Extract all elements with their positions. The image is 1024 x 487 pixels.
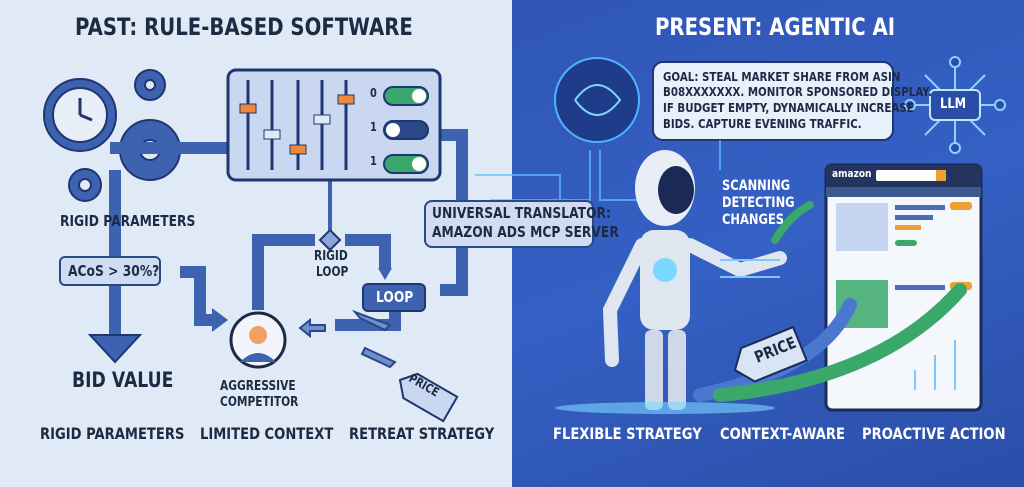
scanning-line3: CHANGES <box>722 212 785 228</box>
footer-context-aware: CONTEXT-AWARE <box>720 424 845 443</box>
toggle-2-label: 1 <box>370 154 377 168</box>
competitor-line2: COMPETITOR <box>220 395 299 410</box>
footer-retreat-strategy: RETREAT STRATEGY <box>349 424 495 443</box>
llm-network <box>904 56 1006 154</box>
scanning-line1: SCANNING <box>722 178 791 194</box>
footer-rigid-parameters: RIGID PARAMETERS <box>40 424 185 443</box>
loop-box <box>362 283 426 312</box>
goal-line4: BIDS. CAPTURE EVENING TRAFFIC. <box>663 116 862 131</box>
goal-line3: IF BUDGET EMPTY, DYNAMICALLY INCREASE <box>663 100 914 115</box>
goal-line1: GOAL: STEAL MARKET SHARE FROM ASIN <box>663 69 901 84</box>
present-title: PRESENT: AGENTIC AI <box>655 13 896 41</box>
brain-icon <box>554 57 640 143</box>
rigid-parameters-label: RIGID PARAMETERS <box>60 212 196 230</box>
bid-arrow-head <box>87 334 143 364</box>
condition-box <box>59 256 161 286</box>
competitor-line1: AGGRESSIVE <box>220 379 296 394</box>
loop-label: LOOP <box>376 288 414 306</box>
amazon-browser-window <box>824 163 983 412</box>
toggle-1-label: 1 <box>370 120 377 134</box>
llm-label: LLM <box>940 96 967 112</box>
rigid-loop-line1: RIGID <box>314 249 348 264</box>
condition-text: ACoS > 30%? <box>68 262 160 280</box>
mcp-line2: AMAZON ADS MCP SERVER <box>432 223 619 241</box>
mcp-line1: UNIVERSAL TRANSLATOR: <box>432 204 611 222</box>
price-tag-right <box>733 325 808 383</box>
footer-proactive-action: PROACTIVE ACTION <box>862 424 1006 443</box>
past-title: PAST: RULE-BASED SOFTWARE <box>75 13 413 41</box>
bid-value-label: BID VALUE <box>72 368 174 392</box>
footer-flexible-strategy: FLEXIBLE STRATEGY <box>553 424 702 443</box>
scanning-line2: DETECTING <box>722 195 795 211</box>
competitor-avatar <box>229 311 287 369</box>
amazon-logo: amazon <box>832 167 872 180</box>
footer-limited-context: LIMITED CONTEXT <box>200 424 334 443</box>
retreat-arrows <box>298 309 397 369</box>
price-tag-left <box>398 372 459 423</box>
clock-icon <box>78 98 93 122</box>
robot-illustration <box>555 150 787 414</box>
decision-diamond <box>318 228 342 252</box>
control-panel <box>226 68 442 182</box>
rigid-loop-line2: LOOP <box>316 265 349 280</box>
mcp-server-box <box>424 200 594 248</box>
goal-bubble <box>652 61 894 141</box>
goal-line2: B08XXXXXXX. MONITOR SPONSORED DISPLAY. <box>663 84 932 99</box>
toggle-0-label: 0 <box>370 86 377 100</box>
